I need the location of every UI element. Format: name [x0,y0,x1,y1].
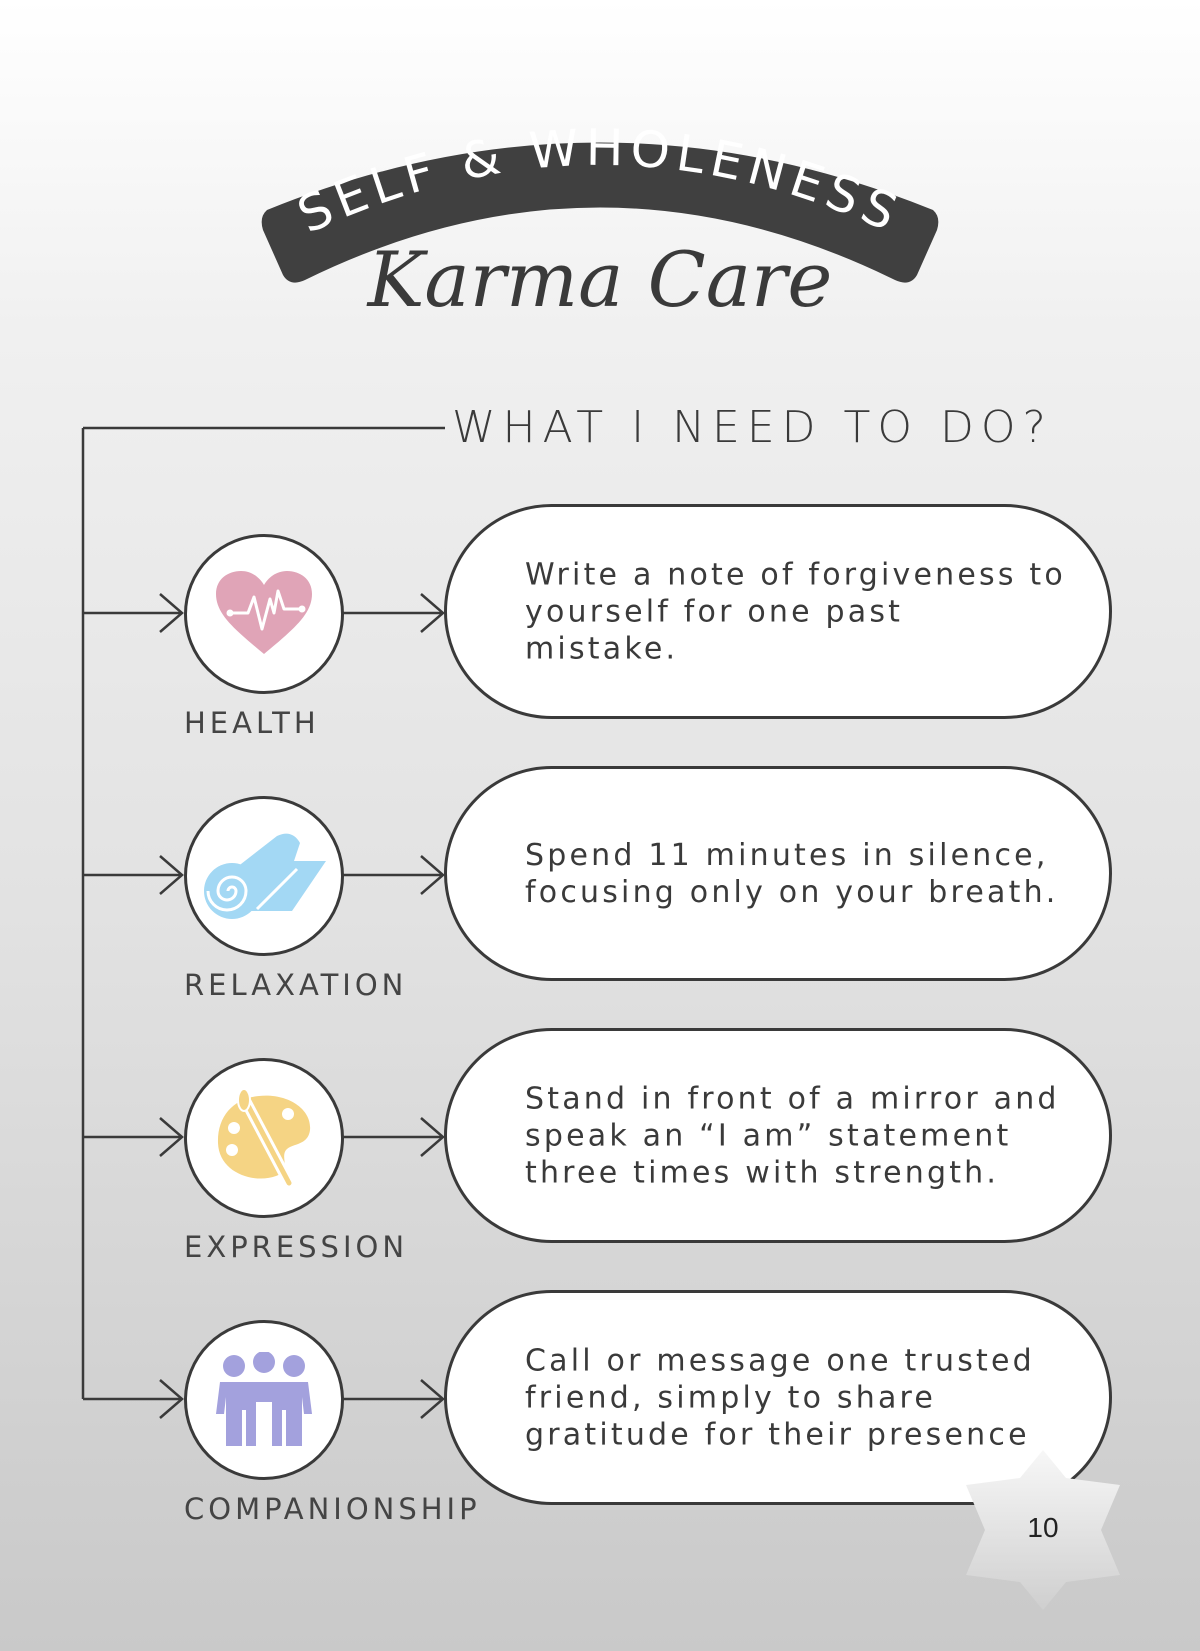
category-label-expression: EXPRESSION [184,1230,409,1264]
row-connector-3 [83,1117,445,1157]
page-number: 10 [1027,1512,1059,1543]
row-connector-2 [83,855,445,895]
category-label-relaxation: RELAXATION [184,968,408,1002]
page-number-badge [966,1450,1120,1610]
health-icon-circle [184,534,344,694]
section-heading: WHAT I NEED TO DO? [452,402,1053,453]
action-text: Stand in front of a mirror and speak an … [525,1081,1060,1190]
palette-icon [217,1088,311,1188]
action-text: Spend 11 minutes in silence, focusing on… [525,837,1059,910]
row-connector-4 [83,1379,445,1419]
title-banner: SELF & WHOLENESS [261,119,939,283]
action-card-expression: Stand in front of a mirror and speak an … [444,1028,1112,1243]
row-connector-1 [83,593,445,633]
relaxation-icon-circle [184,796,344,956]
people-group-icon [216,1352,312,1446]
action-text: Call or message one trusted friend, simp… [525,1343,1035,1452]
category-label-companionship: COMPANIONSHIP [184,1492,481,1526]
category-label-health: HEALTH [184,706,320,740]
companionship-icon-circle [184,1320,344,1480]
action-card-health: Write a note of forgiveness to yourself … [444,504,1112,719]
action-card-relaxation: Spend 11 minutes in silence, focusing on… [444,766,1112,981]
heart-pulse-icon [216,571,312,654]
script-title: Karma Care [367,235,833,324]
action-text: Write a note of forgiveness to yourself … [525,557,1066,666]
action-card-companionship: Call or message one trusted friend, simp… [444,1290,1112,1505]
expression-icon-circle [184,1058,344,1218]
yoga-mat-icon [204,833,326,919]
